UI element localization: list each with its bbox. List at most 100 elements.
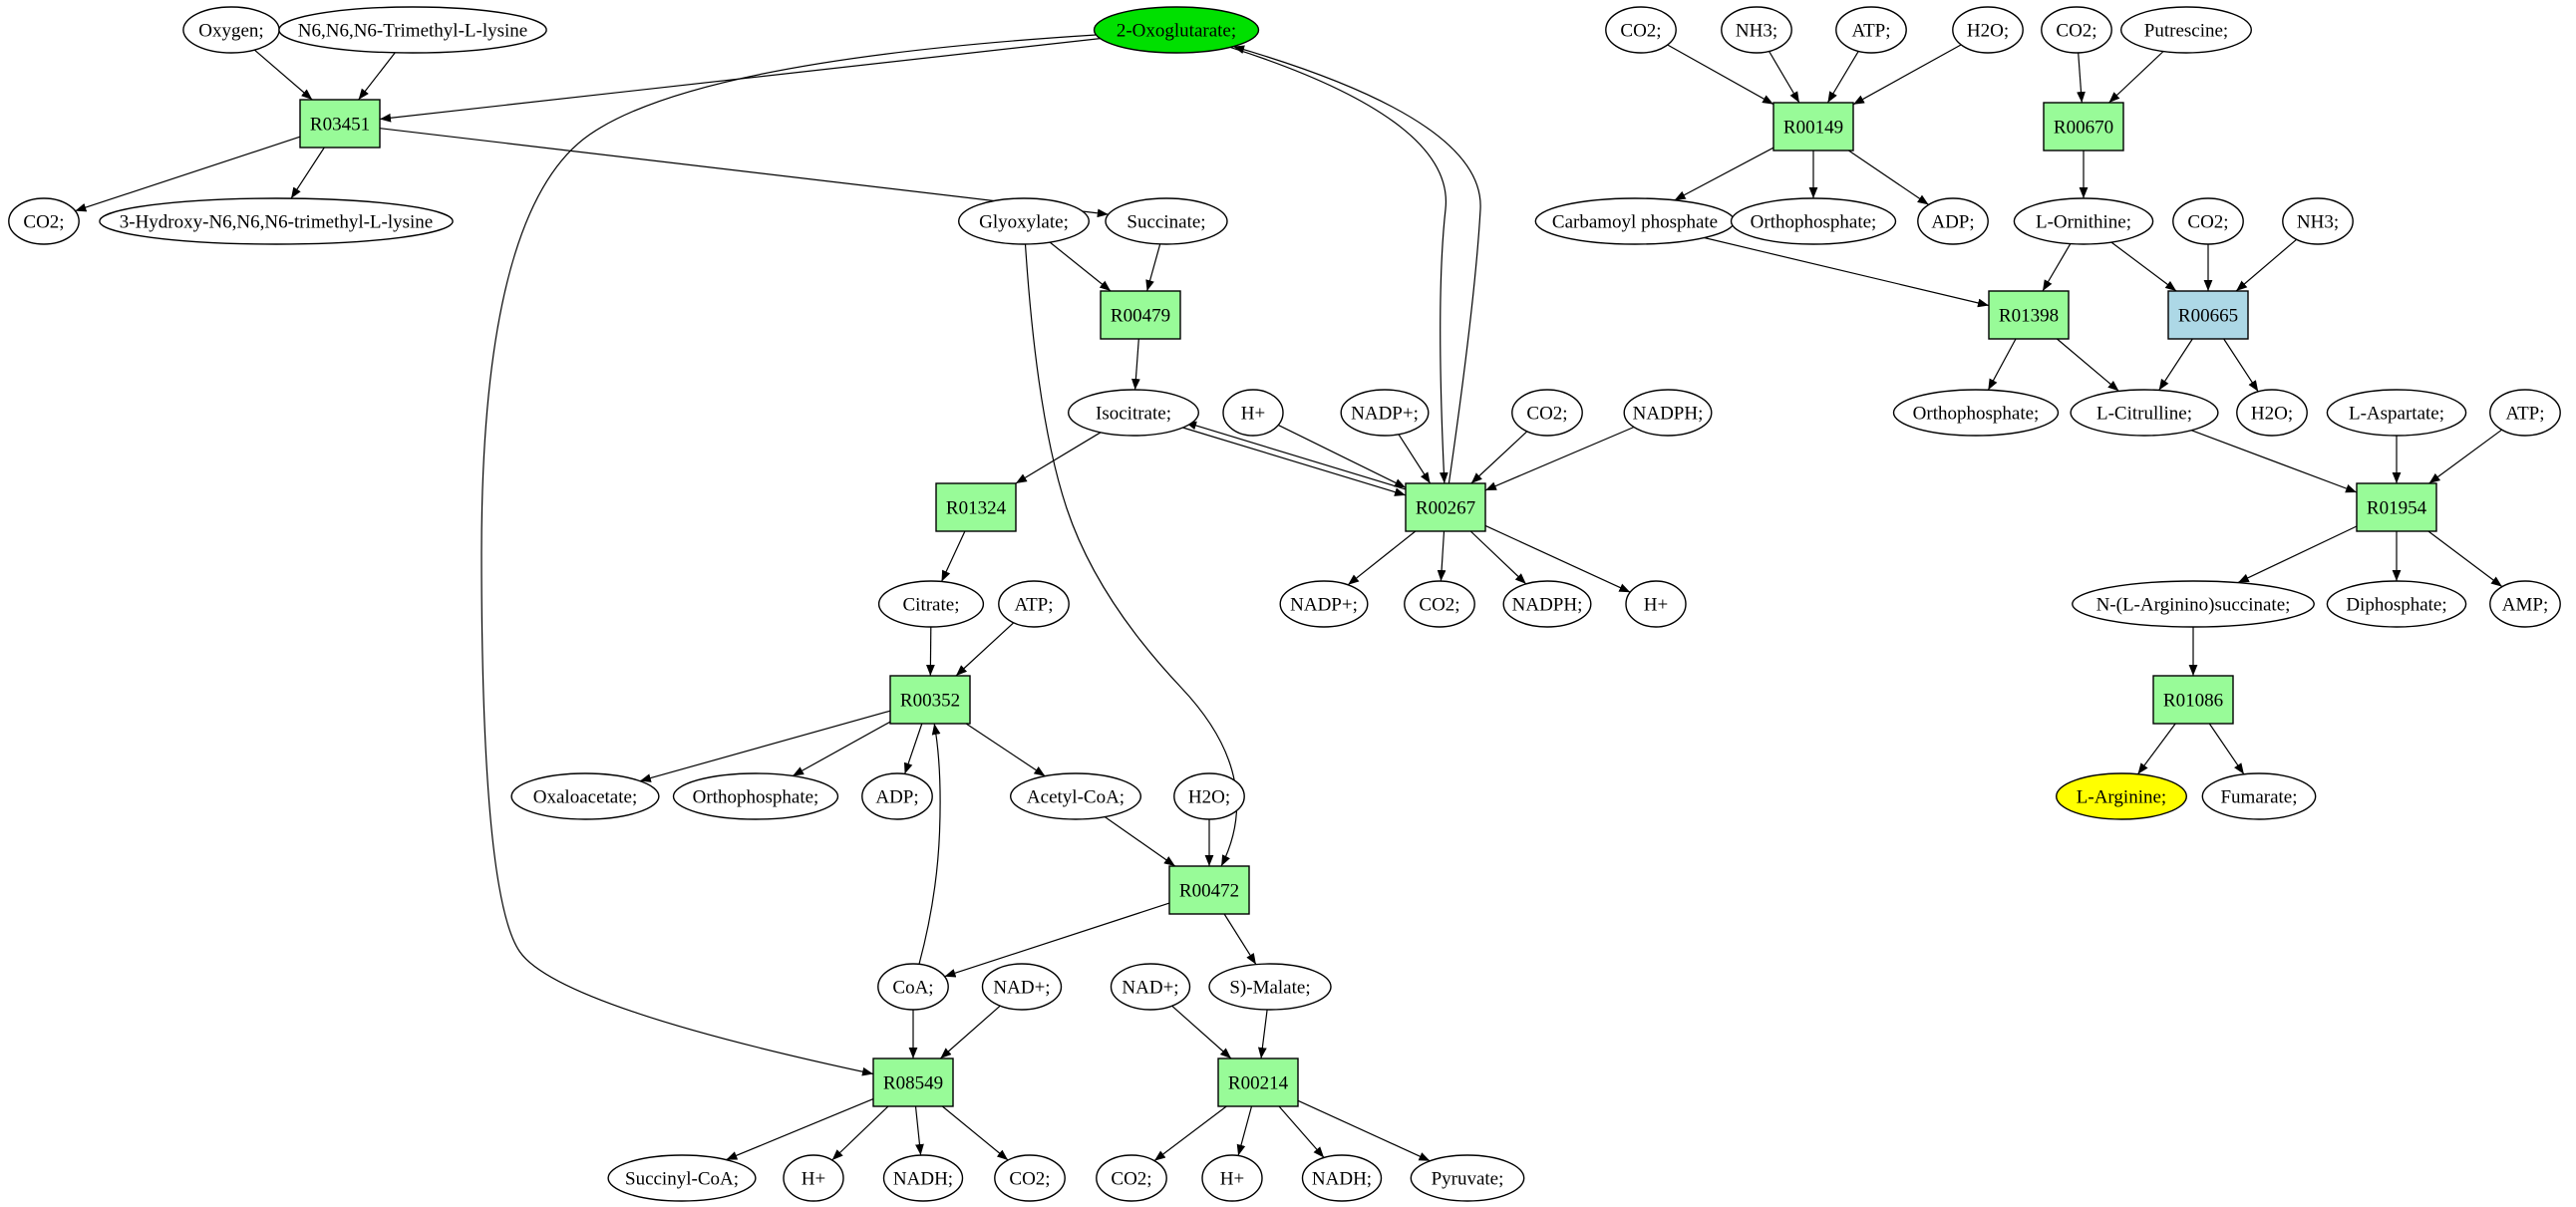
compound-node-c-orthophos-b[interactable]: Orthophosphate;: [1730, 197, 1897, 245]
compound-ellipse[interactable]: [1096, 1154, 1167, 1202]
reaction-node-r-R00479[interactable]: R00479: [1100, 290, 1181, 340]
compound-node-c-fumarate[interactable]: Fumarate;: [2201, 772, 2317, 820]
reaction-node-r-R00214[interactable]: R00214: [1217, 1057, 1299, 1107]
compound-node-c-co2-c[interactable]: CO2;: [1404, 580, 1475, 628]
compound-ellipse[interactable]: [2070, 389, 2219, 437]
compound-node-c-h2o-b[interactable]: H2O;: [1952, 6, 2024, 54]
compound-node-c-hydroxytml[interactable]: 3-Hydroxy-N6,N6,N6-trimethyl-L-lysine: [99, 197, 454, 245]
compound-ellipse[interactable]: [8, 197, 80, 245]
reaction-node-r-R00670[interactable]: R00670: [2043, 102, 2124, 151]
reaction-box[interactable]: [2356, 482, 2437, 532]
compound-node-c-orthophos-a[interactable]: Orthophosphate;: [672, 772, 839, 820]
compound-ellipse[interactable]: [2172, 197, 2244, 245]
compound-ellipse[interactable]: [2489, 389, 2561, 437]
compound-node-c-putrescine[interactable]: Putrescine;: [2119, 6, 2252, 54]
compound-node-c-atp-c[interactable]: ATP;: [2489, 389, 2561, 437]
reaction-box[interactable]: [2152, 675, 2234, 725]
compound-ellipse[interactable]: [2055, 772, 2187, 820]
reaction-node-r-R01398[interactable]: R01398: [1988, 290, 2070, 340]
compound-ellipse[interactable]: [1201, 1154, 1263, 1202]
compound-ellipse[interactable]: [1404, 580, 1475, 628]
compound-node-c-co2-f[interactable]: CO2;: [1605, 6, 1677, 54]
compound-node-c-isocitrate[interactable]: Isocitrate;: [1067, 389, 1199, 437]
compound-ellipse[interactable]: [1892, 389, 2060, 437]
compound-ellipse[interactable]: [1110, 963, 1191, 1011]
compound-ellipse[interactable]: [607, 1154, 757, 1202]
compound-ellipse[interactable]: [672, 772, 839, 820]
compound-node-c-glyoxylate[interactable]: Glyoxylate;: [958, 197, 1091, 245]
compound-node-c-citrulline[interactable]: L-Citrulline;: [2070, 389, 2219, 437]
reaction-box[interactable]: [1772, 102, 1854, 151]
compound-ellipse[interactable]: [1623, 389, 1713, 437]
reaction-box[interactable]: [872, 1057, 954, 1107]
compound-ellipse[interactable]: [1105, 197, 1228, 245]
compound-node-c-acetylcoa[interactable]: Acetyl-CoA;: [1010, 772, 1142, 820]
compound-node-c-atp-b[interactable]: ATP;: [1835, 6, 1907, 54]
compound-node-c-nadh-a[interactable]: NADH;: [882, 1154, 964, 1202]
compound-ellipse[interactable]: [1208, 963, 1332, 1011]
reaction-box[interactable]: [2043, 102, 2124, 151]
compound-node-c-h2o-a[interactable]: H2O;: [1173, 772, 1245, 820]
compound-ellipse[interactable]: [2119, 6, 2252, 54]
compound-ellipse[interactable]: [1279, 580, 1369, 628]
compound-node-c-co2-a[interactable]: CO2;: [8, 197, 80, 245]
compound-node-c-co2-b[interactable]: CO2;: [1511, 389, 1583, 437]
compound-node-c-nadph-b[interactable]: NADPH;: [1502, 580, 1592, 628]
compound-ellipse[interactable]: [877, 580, 985, 628]
compound-ellipse[interactable]: [1730, 197, 1897, 245]
compound-node-c-succinate[interactable]: Succinate;: [1105, 197, 1228, 245]
compound-node-c-nadh-b[interactable]: NADH;: [1301, 1154, 1383, 1202]
compound-node-c-trimethyllys[interactable]: N6,N6,N6-Trimethyl-L-lysine: [278, 6, 547, 54]
reaction-box[interactable]: [935, 482, 1017, 532]
compound-ellipse[interactable]: [1625, 580, 1687, 628]
compound-node-c-adp-b[interactable]: ADP;: [1917, 197, 1989, 245]
compound-node-c-hplus-c[interactable]: H+: [783, 1154, 844, 1202]
compound-ellipse[interactable]: [2041, 6, 2112, 54]
compound-ellipse[interactable]: [1605, 6, 1677, 54]
reaction-node-r-R00267[interactable]: R00267: [1405, 482, 1486, 532]
compound-ellipse[interactable]: [981, 963, 1063, 1011]
compound-node-c-nh3-b[interactable]: NH3;: [2282, 197, 2354, 245]
compound-node-c-co2-g[interactable]: CO2;: [2041, 6, 2112, 54]
compound-ellipse[interactable]: [2326, 580, 2467, 628]
reaction-box[interactable]: [1168, 865, 1250, 915]
reaction-box[interactable]: [1100, 290, 1181, 340]
compound-ellipse[interactable]: [1093, 6, 1260, 54]
compound-node-c-arginine[interactable]: L-Arginine;: [2055, 772, 2187, 820]
reaction-node-r-R08549[interactable]: R08549: [872, 1057, 954, 1107]
compound-ellipse[interactable]: [1173, 772, 1245, 820]
compound-ellipse[interactable]: [1511, 389, 1583, 437]
reaction-box[interactable]: [1988, 290, 2070, 340]
compound-node-c-h2o-c[interactable]: H2O;: [2236, 389, 2308, 437]
compound-ellipse[interactable]: [1010, 772, 1142, 820]
reaction-node-r-R01324[interactable]: R01324: [935, 482, 1017, 532]
compound-node-c-nh3-a[interactable]: NH3;: [1721, 6, 1792, 54]
compound-node-c-aspartate[interactable]: L-Aspartate;: [2326, 389, 2467, 437]
reaction-node-r-R00149[interactable]: R00149: [1772, 102, 1854, 151]
compound-ellipse[interactable]: [1917, 197, 1989, 245]
compound-ellipse[interactable]: [2236, 389, 2308, 437]
reaction-box[interactable]: [299, 99, 381, 149]
compound-node-c-co2-h[interactable]: CO2;: [2172, 197, 2244, 245]
compound-node-c-carbamoylp[interactable]: Carbamoyl phosphate: [1534, 197, 1736, 245]
compound-ellipse[interactable]: [861, 772, 933, 820]
compound-ellipse[interactable]: [2489, 580, 2561, 628]
reaction-box[interactable]: [2167, 290, 2249, 340]
compound-node-c-ornithine[interactable]: L-Ornithine;: [2013, 197, 2154, 245]
compound-node-c-atp-a[interactable]: ATP;: [998, 580, 1070, 628]
compound-ellipse[interactable]: [1835, 6, 1907, 54]
compound-ellipse[interactable]: [998, 580, 1070, 628]
compound-ellipse[interactable]: [1340, 389, 1430, 437]
compound-node-c-hplus-b[interactable]: H+: [1625, 580, 1687, 628]
compound-node-c-nadp-a[interactable]: NADP+;: [1340, 389, 1430, 437]
compound-node-c-coa[interactable]: CoA;: [877, 963, 949, 1011]
compound-ellipse[interactable]: [99, 197, 454, 245]
compound-ellipse[interactable]: [994, 1154, 1066, 1202]
compound-node-c-2og[interactable]: 2-Oxoglutarate;: [1093, 6, 1260, 54]
compound-node-c-citrate[interactable]: Citrate;: [877, 580, 985, 628]
compound-node-c-oxaloacetate[interactable]: Oxaloacetate;: [510, 772, 660, 820]
reaction-node-r-R03451[interactable]: R03451: [299, 99, 381, 149]
compound-ellipse[interactable]: [882, 1154, 964, 1202]
reaction-node-r-R01086[interactable]: R01086: [2152, 675, 2234, 725]
compound-node-c-nadph-a[interactable]: NADPH;: [1623, 389, 1713, 437]
